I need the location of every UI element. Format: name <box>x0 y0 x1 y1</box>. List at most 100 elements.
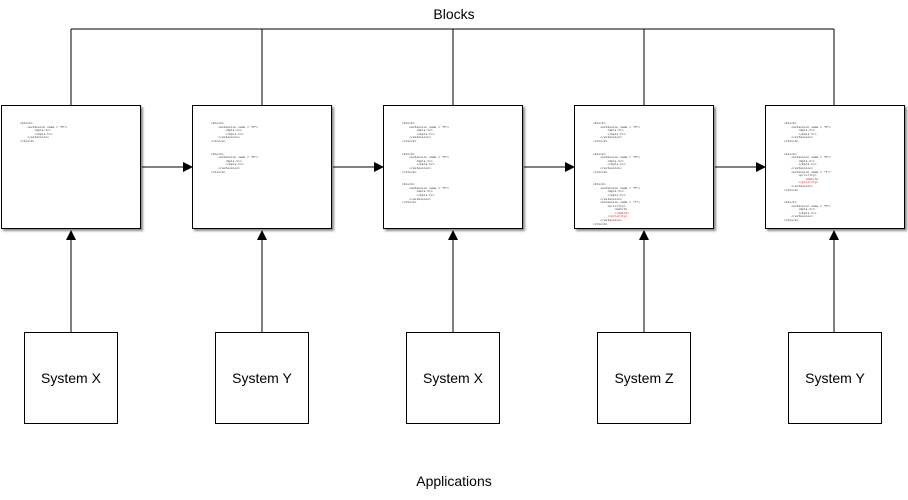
code-line: </mpls-tc> <box>593 192 626 197</box>
code-line: </mpls-tc> <box>402 192 435 197</box>
code-line: <extension name = "T"> <box>593 200 640 205</box>
code-line: <priority> <box>784 173 817 178</box>
block-box-1: <block> <extension name = "M"> <mpls-tc>… <box>1 105 141 229</box>
code-line: <extension name = "M"> <box>402 124 449 129</box>
code-line: <match> <box>784 176 819 181</box>
code-line: <extension name = "M"> <box>211 124 258 129</box>
block-code: <block> <extension name = "M"> <mpls-tc>… <box>402 121 518 214</box>
code-group: <block> <extension name = "M"> <mpls-tc>… <box>402 183 518 205</box>
code-line: </mpls-tc> <box>402 162 435 167</box>
code-line: <mpls-tc> <box>593 158 624 163</box>
code-line: </extension> <box>784 165 813 170</box>
code-line: <extension name = "M"> <box>211 155 258 160</box>
code-line: <block> <box>593 182 606 187</box>
system-box-3: System X <box>406 332 500 424</box>
code-line: </extension> <box>593 135 622 140</box>
system-box-5: System Y <box>788 332 882 424</box>
code-line: </mpls-tc> <box>784 162 817 167</box>
block-box-2: <block> <extension name = "M"> <mpls-tc>… <box>192 105 332 229</box>
code-group: <block> <extension name = "M"> <mpls-tc>… <box>211 121 327 144</box>
system-box-4: System Z <box>597 332 691 424</box>
code-group: <block> <extension name = "M"> <mpls-tc>… <box>784 151 900 193</box>
code-line: <mpls-tc> <box>20 128 51 133</box>
system-label: System X <box>41 370 101 386</box>
code-line: </extension> <box>211 135 240 140</box>
code-line: </mpls-tc> <box>784 131 817 136</box>
code-line: </mpls-tc> <box>402 131 435 136</box>
code-line: <extension name = "M"> <box>784 124 831 129</box>
code-line: <extension name = "M"> <box>402 155 449 160</box>
code-line: <extension name = "M"> <box>784 155 831 160</box>
code-line: </extension> <box>784 214 813 219</box>
code-line: </block> <box>593 138 608 143</box>
code-line: </block> <box>402 138 417 143</box>
code-group: <block> <extension name = "M"> <mpls-tc>… <box>402 121 518 144</box>
code-line: <block> <box>402 121 415 125</box>
system-label: System Y <box>805 370 865 386</box>
system-box-1: System X <box>24 332 118 424</box>
blocks-label: Blocks <box>433 6 475 22</box>
code-line: <match> <box>593 207 628 212</box>
code-line: <mpls-tc> <box>593 128 624 133</box>
system-label: System X <box>423 370 483 386</box>
code-line: </priority> <box>593 214 628 219</box>
code-line: </mpls-tc> <box>20 131 53 136</box>
system-label: System Z <box>614 370 674 386</box>
code-line: <mpls-tc> <box>784 128 815 133</box>
code-line: <priority> <box>593 203 626 208</box>
code-line: </mpls-tc> <box>593 131 626 136</box>
code-line: </extension> <box>593 196 622 201</box>
code-group: <block> <extension name = "M"> <mpls-tc>… <box>211 151 327 175</box>
code-line: </block> <box>784 138 799 143</box>
code-group: <block> <extension name = "M"> <mpls-tc>… <box>784 121 900 144</box>
code-line: </block> <box>784 187 799 192</box>
block-code: <block> <extension name = "M"> <mpls-tc>… <box>784 121 900 228</box>
code-line: <block> <box>784 200 797 205</box>
code-group: <block> <extension name = "M"> <mpls-tc>… <box>593 152 709 175</box>
code-line: </extension> <box>593 165 622 170</box>
code-line: </extension> <box>402 165 431 170</box>
code-line: </block> <box>593 169 608 174</box>
block-box-4: <block> <extension name = "M"> <mpls-tc>… <box>574 105 714 229</box>
code-line: <mpls-tc> <box>784 207 815 212</box>
code-line: <block> <box>211 151 224 156</box>
code-line: <extension name = "T"> <box>784 169 831 174</box>
code-line: <extension name = "M"> <box>402 185 449 190</box>
code-line: </extension> <box>784 183 813 188</box>
code-group: <block> <extension name = "M"> <mpls-tc>… <box>593 183 709 226</box>
code-line: <mpls-tc> <box>211 128 242 133</box>
code-line: <extension name = "M"> <box>593 155 640 160</box>
code-line: <mpls-tc> <box>402 128 433 133</box>
code-line: <block> <box>784 121 797 125</box>
code-line: <mpls-tc> <box>593 189 624 194</box>
system-box-2: System Y <box>215 332 309 424</box>
code-line: <mpls-tc> <box>402 158 433 163</box>
code-line: <block> <box>593 121 606 125</box>
code-line: </extension> <box>402 135 431 140</box>
code-line: </priority> <box>784 180 819 185</box>
code-line: </block> <box>593 221 608 226</box>
code-line: </mpls-tc> <box>211 162 244 167</box>
code-group: <block> <extension name = "M"> <mpls-tc>… <box>784 200 900 223</box>
code-line: </extension> <box>784 135 813 140</box>
applications-label: Applications <box>416 473 492 489</box>
code-line: <extension name = "M"> <box>784 203 831 208</box>
code-line: </extension> <box>402 196 431 201</box>
block-code: <block> <extension name = "M"> <mpls-tc>… <box>20 121 136 153</box>
code-line: <extension name = "M"> <box>20 124 67 129</box>
block-box-5: <block> <extension name = "M"> <mpls-tc>… <box>765 105 905 229</box>
code-line: </block> <box>784 218 799 223</box>
code-line: </block> <box>211 169 226 174</box>
code-line: </extension> <box>211 165 240 170</box>
code-line: <extension name = "M"> <box>593 185 640 190</box>
code-line: </block> <box>20 138 35 143</box>
code-line: <mpls-tc> <box>784 158 815 163</box>
code-line: <block> <box>784 151 797 156</box>
block-code: <block> <extension name = "M"> <mpls-tc>… <box>593 121 709 228</box>
code-line: <mpls-tc> <box>211 158 242 163</box>
code-group: <block> <extension name = "M"> <mpls-tc>… <box>20 121 136 144</box>
code-line: </extension> <box>20 135 49 140</box>
code-line: <block> <box>211 121 224 125</box>
